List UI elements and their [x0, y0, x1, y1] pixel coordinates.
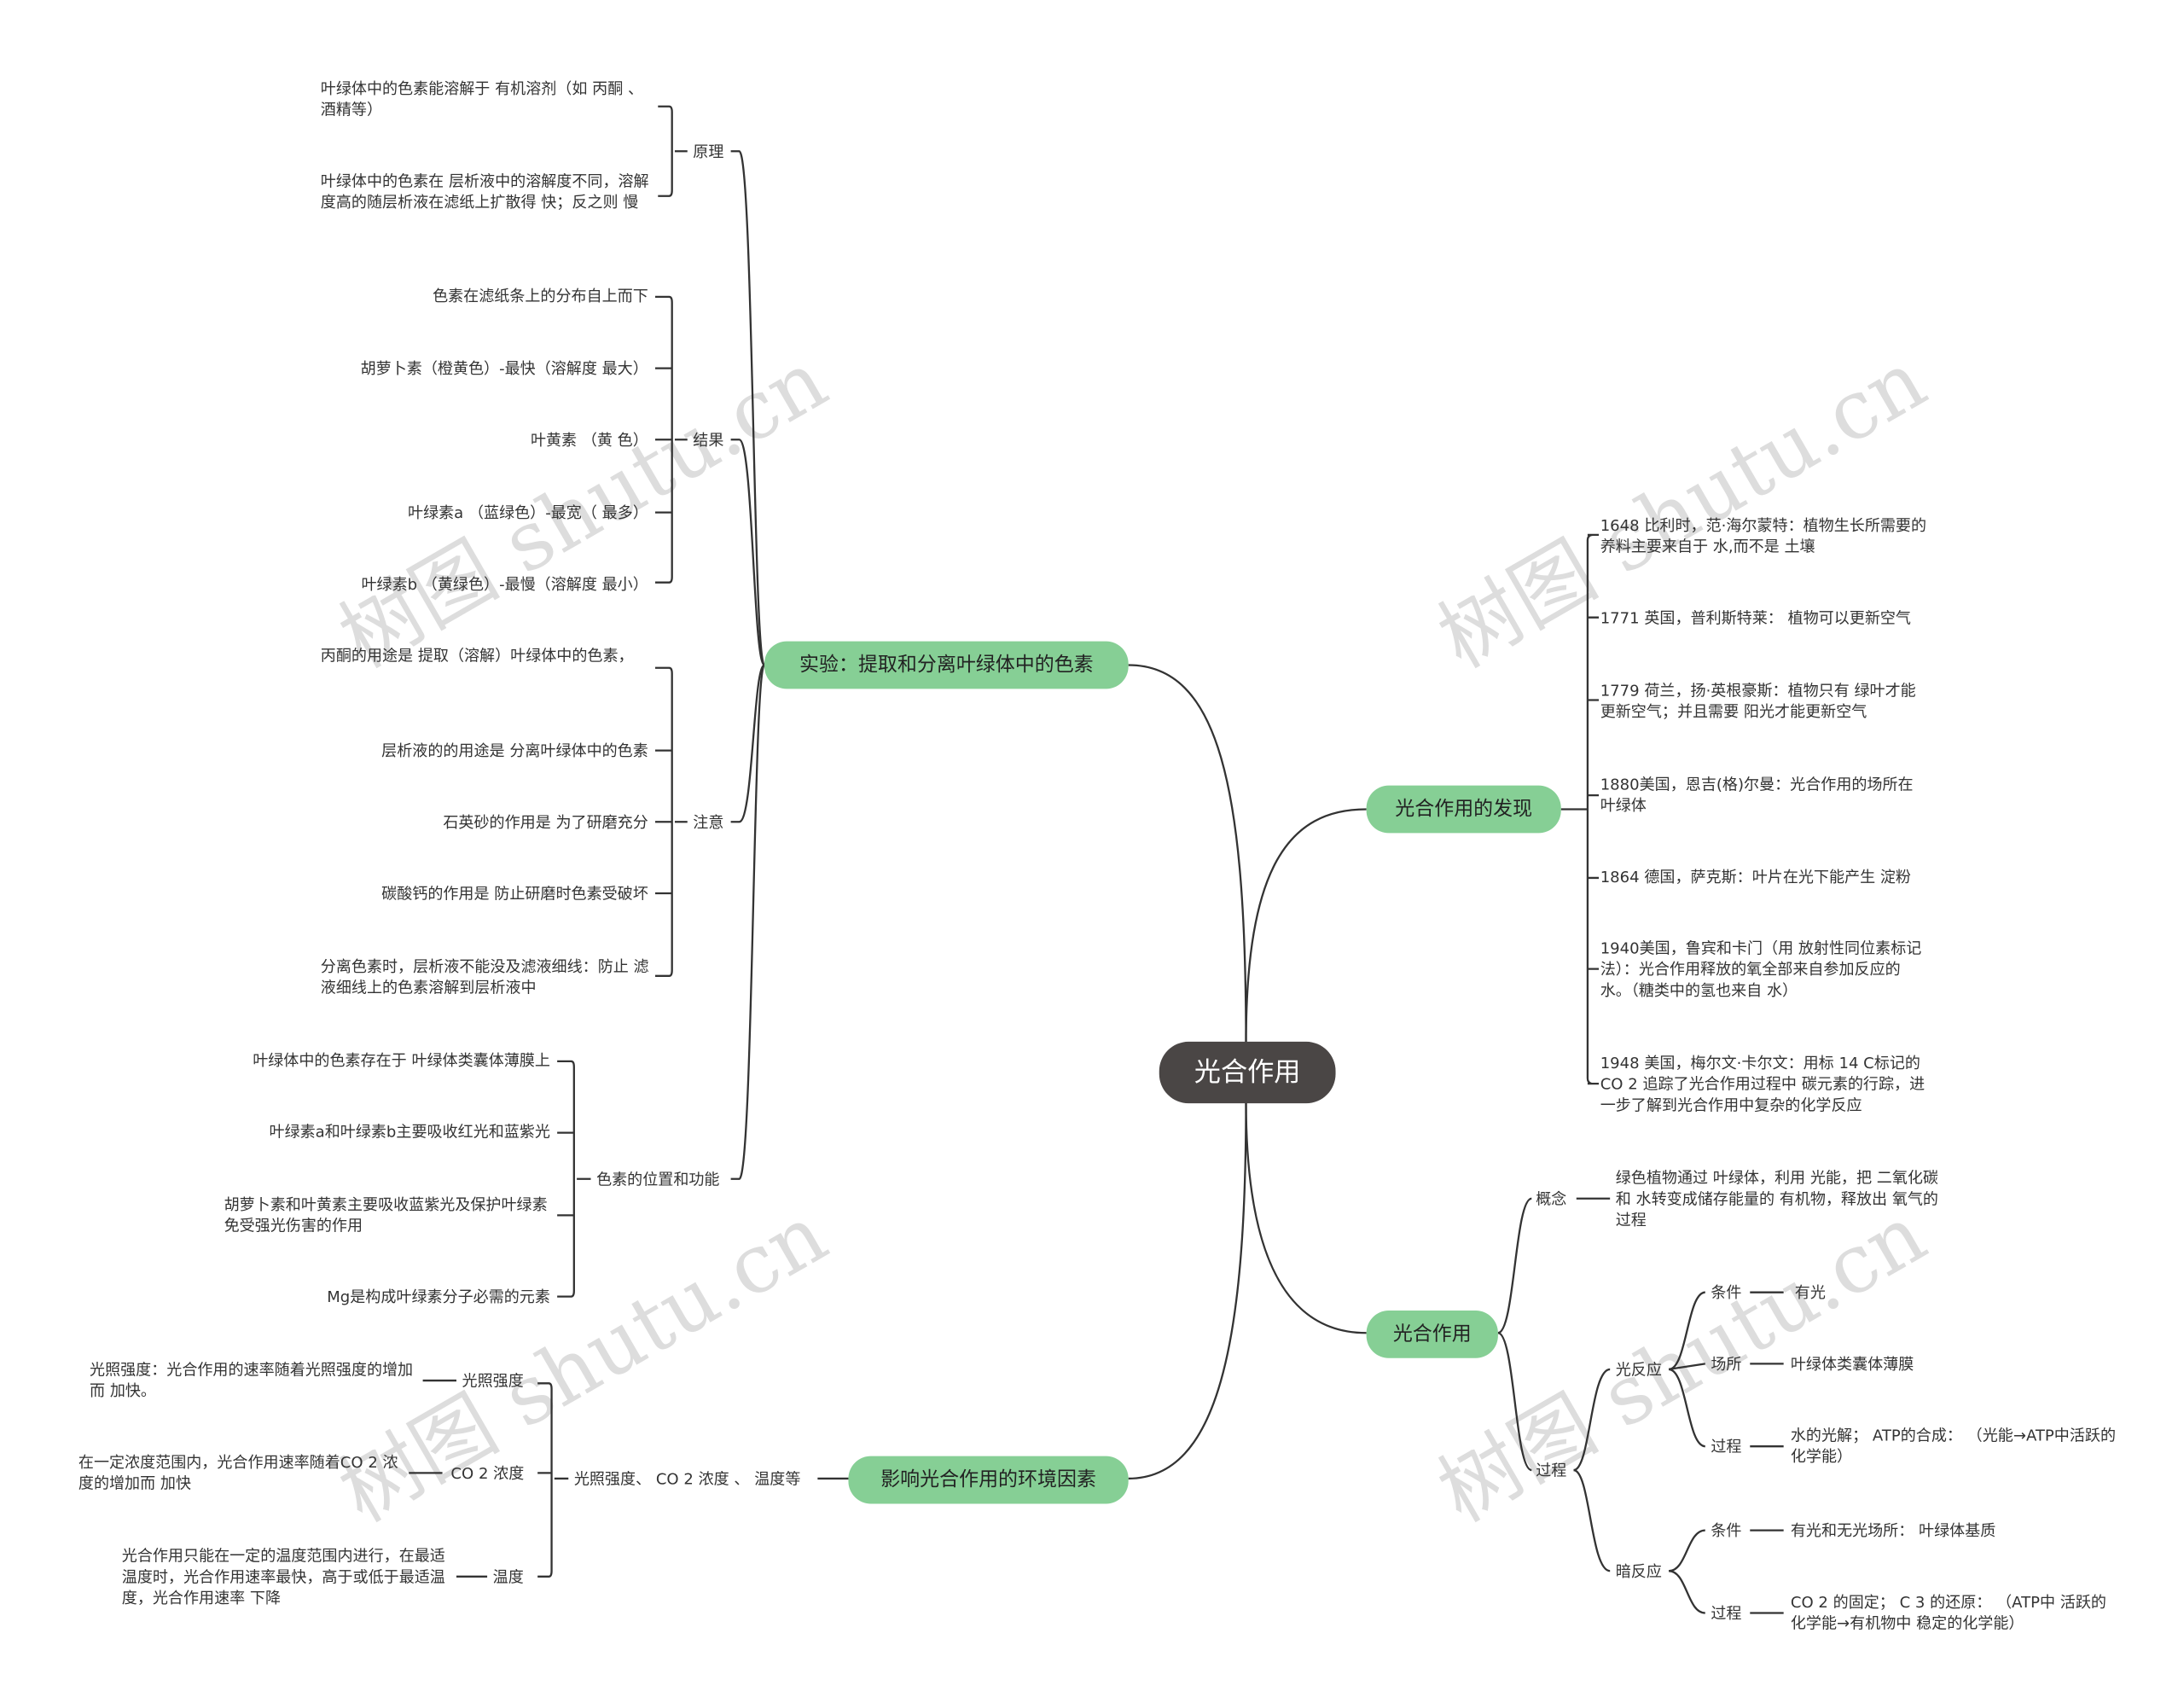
dark-cond-desc[interactable]: 有光和无光场所： 叶绿体基质: [1790, 1521, 1996, 1541]
edge-root-discovery: [1245, 808, 1367, 1043]
edge-exp-pigment: [730, 664, 766, 1180]
discovery-item-1[interactable]: 1648 比利时，范·海尔蒙特：植物生长所需要的养料主要来自于 水,而不是 土壤: [1600, 516, 1927, 556]
discovery-item-2[interactable]: 1771 英国，普利斯特莱： 植物可以更新空气: [1600, 608, 1912, 628]
edge-root-factors: [1128, 1101, 1247, 1480]
discovery-item-3[interactable]: 1779 荷兰，扬·英根豪斯：植物只有 绿叶才能更新空气；并且需要 阳光才能更新…: [1600, 682, 1916, 722]
result-item-5[interactable]: 叶绿素b （黄绿色）-最慢（溶解度 最小）: [361, 575, 648, 594]
edge-light-place: [1668, 1363, 1705, 1371]
notes-item-3[interactable]: 石英砂的作用是 为了研磨充分: [443, 813, 648, 832]
ps-concept-desc[interactable]: 绿色植物通过 叶绿体，利用 光能，把 二氧化碳和 水转变成储存能量的 有机物，释…: [1615, 1169, 1939, 1229]
edge-dark-proc: [1668, 1570, 1705, 1614]
edge-root-experiment: [1128, 664, 1247, 1043]
bracket-notes: [655, 666, 688, 977]
notes-item-1[interactable]: 丙酮的用途是 提取（溶解）叶绿体中的色素，: [320, 647, 634, 666]
edge-process-dark: [1573, 1468, 1611, 1572]
bracket-discovery: [1560, 533, 1600, 1085]
factor-co2-desc[interactable]: 在一定浓度范围内，光合作用速率随着CO 2 浓度的增加而 加快: [78, 1453, 398, 1493]
light-cond-label[interactable]: 条件: [1711, 1283, 1742, 1303]
branch-experiment[interactable]: 实验：提取和分离叶绿体中的色素: [764, 641, 1129, 689]
factor-light-desc[interactable]: 光照强度：光合作用的速率随着光照强度的增加而 加快。: [90, 1361, 414, 1401]
pigment-item-4[interactable]: Mg是构成叶绿素分子必需的元素: [327, 1287, 550, 1307]
edge-light-proc: [1668, 1368, 1706, 1448]
factors-sub[interactable]: 光照强度、 CO 2 浓度 、 温度等: [573, 1470, 801, 1489]
edge-exp-notes: [730, 664, 766, 823]
node-result[interactable]: 结果: [693, 431, 724, 450]
branch-discovery[interactable]: 光合作用的发现: [1366, 785, 1561, 834]
dark-proc-desc[interactable]: CO 2 的固定； C 3 的还原： （ATP中 活跃的化学能→有机物中 稳定的…: [1790, 1593, 2106, 1633]
discovery-item-7[interactable]: 1948 美国，梅尔文·卡尔文：用标 14 C标记的CO 2 追踪了光合作用过程…: [1600, 1054, 1926, 1115]
node-principle[interactable]: 原理: [693, 142, 724, 161]
light-cond-desc[interactable]: 有光: [1794, 1283, 1826, 1303]
edge-ps-concept: [1497, 1197, 1532, 1334]
discovery-item-4[interactable]: 1880美国，恩吉(格)尔曼：光合作用的场所在 叶绿体: [1600, 776, 1914, 816]
edge-process-light: [1573, 1368, 1611, 1472]
branch-photosynthesis[interactable]: 光合作用: [1366, 1311, 1498, 1358]
edge-dark-cond: [1668, 1529, 1705, 1572]
pigment-item-3[interactable]: 胡萝卜素和叶黄素主要吸收蓝紫光及保护叶绿素免受强光伤害的作用: [224, 1195, 548, 1235]
pigment-item-1[interactable]: 叶绿体中的色素存在于 叶绿体类囊体薄膜上: [253, 1051, 550, 1070]
ps-concept[interactable]: 概念: [1536, 1189, 1567, 1209]
discovery-item-6[interactable]: 1940美国，鲁宾和卡门（用 放射性同位素标记法）：光合作用释放的氧全部来自参加…: [1600, 939, 1922, 1000]
notes-item-4[interactable]: 碳酸钙的作用是 防止研磨时色素受破坏: [381, 885, 648, 904]
bracket-factors: [537, 1382, 569, 1578]
light-proc-label[interactable]: 过程: [1711, 1438, 1742, 1456]
bracket-pigment: [557, 1060, 591, 1298]
bracket-result: [655, 295, 688, 584]
ps-light-reaction[interactable]: 光反应: [1615, 1361, 1662, 1380]
branch-factors[interactable]: 影响光合作用的环境因素: [848, 1456, 1129, 1504]
node-notes[interactable]: 注意: [693, 813, 724, 832]
discovery-item-5[interactable]: 1864 德国，萨克斯：叶片在光下能产生 淀粉: [1600, 868, 1912, 886]
result-item-4[interactable]: 叶绿素a （蓝绿色）-最宽（ 最多）: [408, 503, 648, 523]
result-item-1[interactable]: 色素在滤纸条上的分布自上而下: [433, 287, 648, 305]
dark-proc-label[interactable]: 过程: [1711, 1604, 1742, 1623]
result-item-3[interactable]: 叶黄素 （黄 色）: [530, 431, 648, 450]
light-place-label[interactable]: 场所: [1711, 1355, 1742, 1374]
principle-item-1[interactable]: 叶绿体中的色素能溶解于 有机溶剂（如 丙酮 、 酒精等）: [320, 79, 644, 119]
light-proc-desc[interactable]: 水的光解； ATP的合成： （光能→ATP中活跃的化学能）: [1790, 1427, 2117, 1467]
root-node[interactable]: 光合作用: [1159, 1041, 1336, 1104]
ps-dark-reaction[interactable]: 暗反应: [1615, 1562, 1662, 1581]
light-place-desc[interactable]: 叶绿体类囊体薄膜: [1790, 1355, 1914, 1374]
edge-root-photosynthesis: [1245, 1101, 1367, 1334]
factor-co2[interactable]: CO 2 浓度: [450, 1464, 525, 1483]
edge-exp-result: [730, 439, 766, 666]
ps-process[interactable]: 过程: [1536, 1462, 1567, 1480]
result-item-2[interactable]: 胡萝卜素（橙黄色）-最快（溶解度 最大）: [360, 359, 648, 379]
bracket-principle: [658, 105, 688, 197]
factor-light[interactable]: 光照强度: [462, 1372, 524, 1391]
principle-item-2[interactable]: 叶绿体中的色素在 层析液中的溶解度不同，溶解度高的随层析液在滤纸上扩散得 快；反…: [320, 171, 649, 212]
dark-cond-label[interactable]: 条件: [1711, 1521, 1742, 1541]
pigment-item-2[interactable]: 叶绿素a和叶绿素b主要吸收红光和蓝紫光: [269, 1123, 550, 1142]
factor-temperature-desc[interactable]: 光合作用只能在一定的温度范围内进行，在最适温度时，光合作用速率最快，高于或低于最…: [121, 1547, 445, 1607]
factor-temperature[interactable]: 温度: [492, 1567, 524, 1587]
notes-item-2[interactable]: 层析液的的用途是 分离叶绿体中的色素: [381, 741, 648, 761]
node-pigment[interactable]: 色素的位置和功能: [596, 1170, 720, 1189]
notes-item-5[interactable]: 分离色素时，层析液不能没及滤液细线：防止 滤液细线上的色素溶解到层析液中: [320, 957, 649, 997]
edge-exp-principle: [730, 150, 766, 666]
edge-light-cond: [1668, 1291, 1706, 1371]
edge-ps-process: [1497, 1332, 1532, 1472]
